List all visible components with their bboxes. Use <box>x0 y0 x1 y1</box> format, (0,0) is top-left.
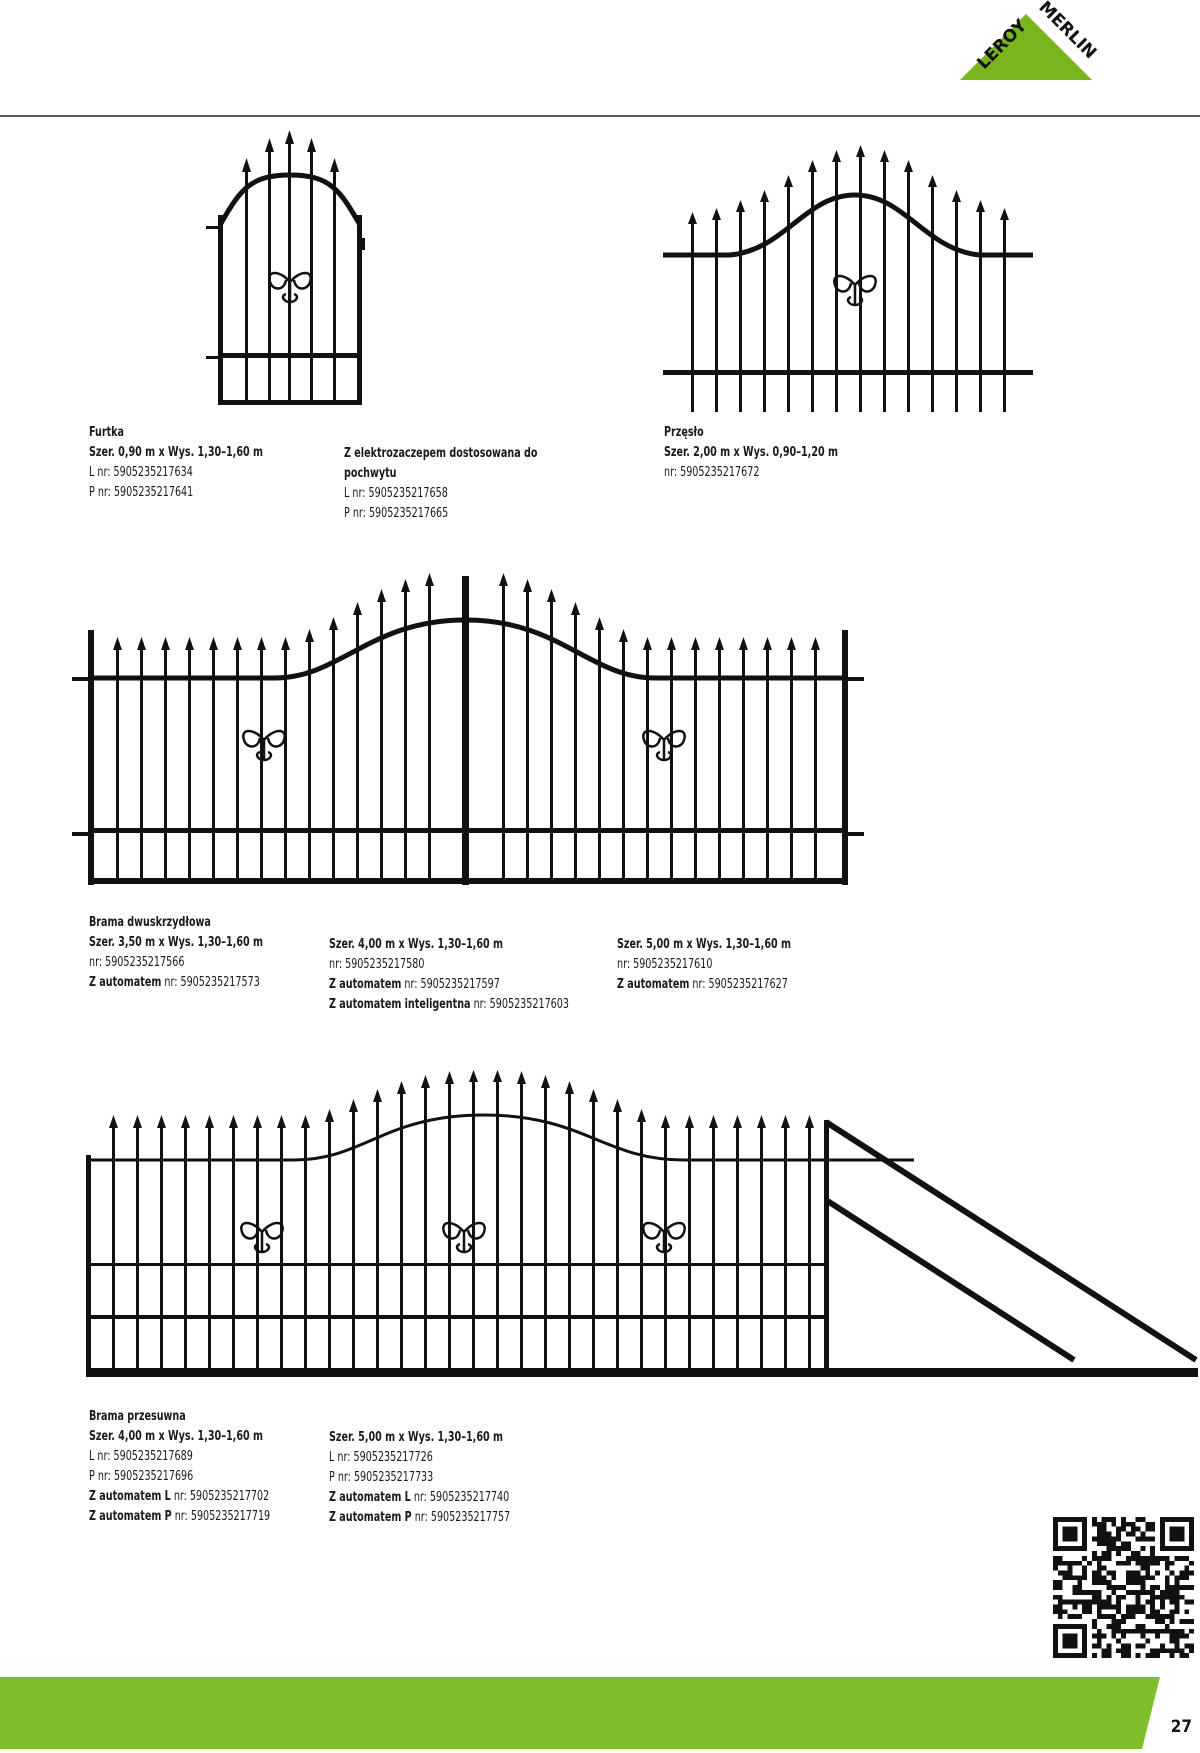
footer-band <box>0 1677 1200 1749</box>
leroy-merlin-logo[interactable]: LEROY MERLIN <box>950 0 1102 88</box>
brama-przesuwna-info-1: Brama przesuwna Szer. 4,00 m x Wys. 1,30… <box>89 1407 270 1527</box>
bp2-auto-p-label: Z automatem P <box>329 1510 412 1525</box>
brama-dwuskrzydlowa-info-2: Szer. 4,00 m x Wys. 1,30–1,60 m nr: 5905… <box>329 935 569 1015</box>
bd1-auto-label: Z automatem <box>89 975 162 990</box>
bp1-p-code: P nr: 5905235217696 <box>89 1469 194 1484</box>
bp1-auto-p-label: Z automatem P <box>89 1509 172 1524</box>
furtka-size: Szer. 0,90 m x Wys. 1,30–1,60 m <box>89 445 264 460</box>
bd3-size: Szer. 5,00 m x Wys. 1,30–1,60 m <box>617 937 792 952</box>
przeslo-drawing <box>655 140 1055 415</box>
bp1-auto-l-code: nr: 5905235217702 <box>173 1489 270 1504</box>
bp2-auto-p-code: nr: 5905235217757 <box>414 1510 511 1525</box>
przeslo-title: Przęsło <box>664 425 704 440</box>
furtka-variant-title-1: Z elektrozaczepem dostosowana do <box>344 446 538 461</box>
furtka-drawing <box>200 130 380 410</box>
bp2-l-code: L nr: 5905235217726 <box>329 1450 433 1465</box>
bp1-l-code: L nr: 5905235217689 <box>89 1449 193 1464</box>
bp2-auto-l-code: nr: 5905235217740 <box>413 1490 510 1505</box>
bp1-auto-l-label: Z automatem L <box>89 1489 171 1504</box>
bd3-code: nr: 5905235217610 <box>617 957 713 972</box>
bp1-auto-p-code: nr: 5905235217719 <box>174 1509 271 1524</box>
przeslo-size: Szer. 2,00 m x Wys. 0,90–1,20 m <box>664 445 839 460</box>
furtka-variant-title-2: pochwytu <box>344 466 397 481</box>
bd2-auto-label: Z automatem <box>329 977 402 992</box>
bd1-code: nr: 5905235217566 <box>89 955 185 970</box>
bd2-size: Szer. 4,00 m x Wys. 1,30–1,60 m <box>329 937 504 952</box>
furtka-variant-code-p: P nr: 5905235217665 <box>344 506 449 521</box>
brama-dwuskrzydlowa-info-1: Brama dwuskrzydłowa Szer. 3,50 m x Wys. … <box>89 913 263 993</box>
brama-przesuwna-info-2: Szer. 5,00 m x Wys. 1,30–1,60 m L nr: 59… <box>329 1428 510 1528</box>
page-number: 27 <box>1170 1717 1192 1737</box>
bd2-code: nr: 5905235217580 <box>329 957 425 972</box>
bd1-auto-code: nr: 5905235217573 <box>164 975 260 990</box>
bp1-size: Szer. 4,00 m x Wys. 1,30–1,60 m <box>89 1429 264 1444</box>
furtka-info: Furtka Szer. 0,90 m x Wys. 1,30–1,60 m L… <box>89 423 263 503</box>
bd2-smart-label: Z automatem inteligentna <box>329 997 471 1012</box>
bp2-p-code: P nr: 5905235217733 <box>329 1470 434 1485</box>
qr-code[interactable] <box>1053 1517 1194 1658</box>
furtka-variant-code-l: L nr: 5905235217658 <box>344 486 448 501</box>
brama-przesuwna-drawing <box>84 1070 1200 1380</box>
bd2-auto-code: nr: 5905235217597 <box>404 977 500 992</box>
przeslo-info: Przęsło Szer. 2,00 m x Wys. 0,90–1,20 m … <box>664 423 838 483</box>
bd1-size: Szer. 3,50 m x Wys. 1,30–1,60 m <box>89 935 264 950</box>
brama-dwuskrzydlowa-info-3: Szer. 5,00 m x Wys. 1,30–1,60 m nr: 5905… <box>617 935 791 995</box>
brama-dwuskrzydlowa-drawing <box>70 570 870 890</box>
bp2-size: Szer. 5,00 m x Wys. 1,30–1,60 m <box>329 1430 504 1445</box>
bp2-auto-l-label: Z automatem L <box>329 1490 411 1505</box>
przeslo-code: nr: 5905235217672 <box>664 465 760 480</box>
brama-dwuskrzydlowa-title: Brama dwuskrzydłowa <box>89 915 211 930</box>
bd3-auto-code: nr: 5905235217627 <box>692 977 788 992</box>
header-rule <box>0 115 1200 117</box>
bd3-auto-label: Z automatem <box>617 977 690 992</box>
furtka-code-p: P nr: 5905235217641 <box>89 485 194 500</box>
furtka-title: Furtka <box>89 425 125 440</box>
furtka-code-l: L nr: 5905235217634 <box>89 465 193 480</box>
bd2-smart-code: nr: 5905235217603 <box>473 997 569 1012</box>
brama-przesuwna-title: Brama przesuwna <box>89 1409 186 1424</box>
furtka-variant-info: Z elektrozaczepem dostosowana do pochwyt… <box>344 444 537 524</box>
